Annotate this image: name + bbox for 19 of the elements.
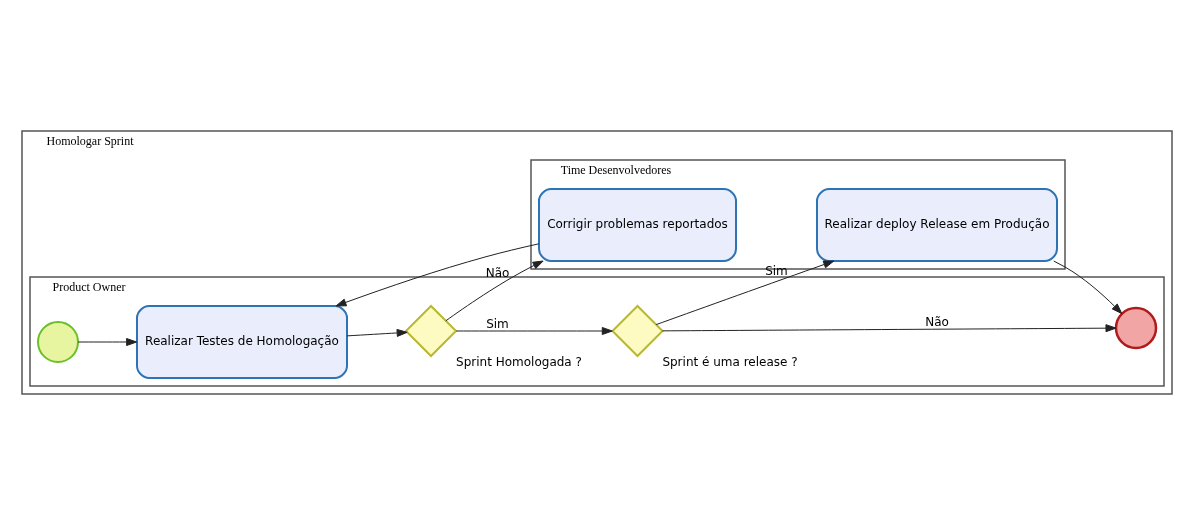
node-box: Corrigir problemas reportados [538,187,737,262]
arrow [335,242,540,306]
arrow [346,328,408,337]
arrow [1053,260,1123,314]
edge-label: Não [925,314,949,329]
node-circle [1114,306,1158,349]
node-box: Realizar Testes de Homologação [136,304,348,379]
node-label: Sprint Homologada ? [456,354,582,369]
arrow [77,337,138,346]
node-box: Realizar deploy Release em Produção [816,187,1058,262]
node-diamond [404,304,458,357]
edge-label: Sim [486,316,509,331]
arrow [655,260,835,325]
node-circle [37,320,79,363]
arrow [661,323,1117,332]
arrow [445,260,544,321]
arrow [455,326,613,335]
node-label: Sprint é uma release ? [662,354,798,369]
node-diamond [611,304,664,357]
